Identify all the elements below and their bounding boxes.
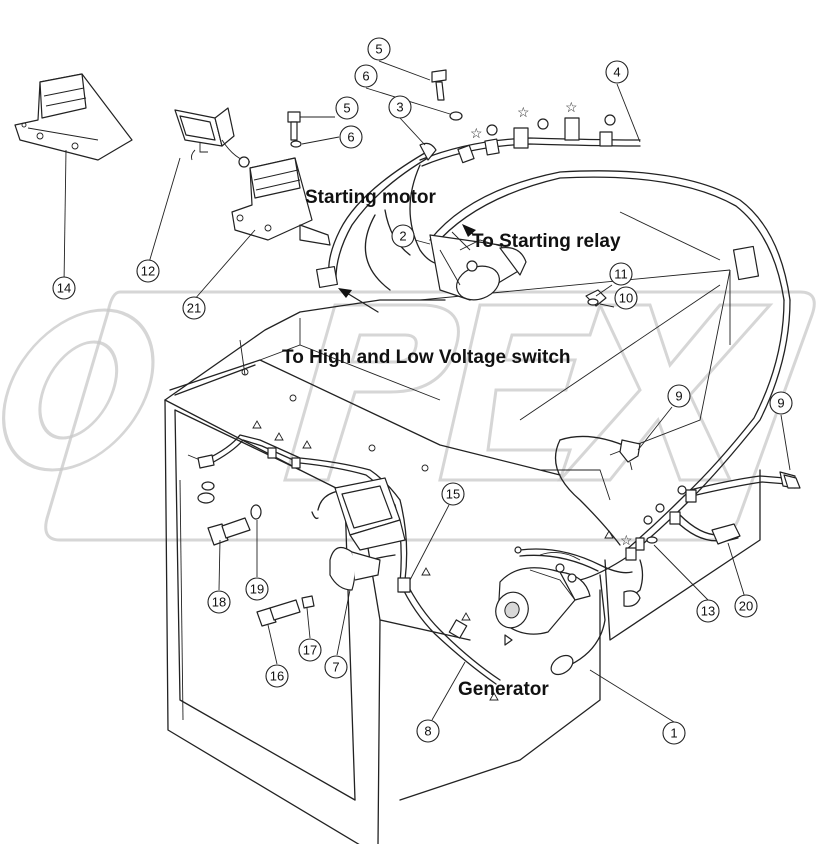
callout-15: 15 [441, 482, 465, 506]
terminal-10-11 [585, 289, 607, 307]
bolt-16 [256, 599, 301, 627]
svg-text:15: 15 [446, 487, 460, 502]
washer-6a [449, 111, 463, 121]
svg-text:21: 21 [187, 301, 201, 316]
callout-2: 2 [391, 224, 415, 248]
generator [495, 546, 641, 646]
callout-8: 8 [416, 719, 440, 743]
wire-harness [204, 137, 791, 685]
svg-text:8: 8 [424, 724, 431, 739]
callout-6a: 6 [354, 64, 378, 88]
label-generator: Generator [458, 679, 549, 700]
callout-16: 16 [265, 664, 289, 688]
clip-3 [419, 142, 437, 161]
svg-text:5: 5 [343, 101, 350, 116]
washer-19 [250, 504, 262, 520]
svg-text:18: 18 [212, 595, 226, 610]
svg-text:11: 11 [614, 267, 628, 282]
svg-text:5: 5 [375, 42, 382, 57]
lamp-socket [197, 454, 215, 504]
svg-text:12: 12 [141, 264, 155, 279]
watermark-logo [2, 290, 816, 542]
svg-text:☆: ☆ [565, 99, 578, 115]
svg-text:2: 2 [399, 229, 406, 244]
callout-14: 14 [52, 276, 76, 300]
washer-6b [290, 140, 302, 148]
work-lamp-7 [329, 477, 406, 591]
callout-19: 19 [245, 577, 269, 601]
nut-17 [301, 595, 315, 609]
callout-5a: 5 [367, 37, 391, 61]
lamp-bracket-21 [231, 157, 331, 246]
connector-20 [711, 523, 741, 545]
svg-text:9: 9 [777, 396, 784, 411]
callout-10: 10 [614, 286, 638, 310]
svg-text:6: 6 [362, 69, 369, 84]
callout-6b: 6 [339, 125, 363, 149]
svg-text:6: 6 [347, 130, 354, 145]
svg-text:4: 4 [613, 65, 620, 80]
callout-12: 12 [136, 259, 160, 283]
callout-1: 1 [662, 721, 686, 745]
callout-18: 18 [207, 590, 231, 614]
clip-15 [397, 577, 411, 593]
bolt-18 [207, 517, 251, 546]
bolt-5a [431, 69, 447, 101]
callout-4: 4 [605, 60, 629, 84]
svg-text:1: 1 [670, 726, 677, 741]
work-lamp-12 [174, 107, 251, 168]
label-starting-motor: Starting motor [305, 187, 436, 208]
callout-3: 3 [388, 95, 412, 119]
clamp-13 [635, 536, 658, 551]
svg-text:16: 16 [270, 669, 284, 684]
label-to-hl-voltage-switch: To High and Low Voltage switch [282, 347, 571, 368]
svg-text:☆: ☆ [620, 532, 633, 548]
callout-20: 20 [734, 594, 758, 618]
label-to-starting-relay: To Starting relay [472, 231, 621, 252]
callout-13: 13 [696, 599, 720, 623]
callout-9b: 9 [769, 391, 793, 415]
svg-text:14: 14 [57, 281, 71, 296]
svg-text:10: 10 [619, 291, 633, 306]
terminal-9a [619, 439, 641, 471]
callout-21: 21 [182, 296, 206, 320]
starting-motor-2 [429, 231, 527, 301]
svg-text:3: 3 [396, 100, 403, 115]
callout-9a: 9 [667, 384, 691, 408]
terminal-9b [783, 474, 801, 489]
arrows [338, 224, 476, 313]
cover-bracket-14 [14, 73, 133, 161]
svg-text:☆: ☆ [470, 125, 483, 141]
callout-17: 17 [298, 638, 322, 662]
svg-text:17: 17 [303, 643, 317, 658]
frame-body [164, 211, 761, 846]
callout-5b: 5 [335, 96, 359, 120]
svg-text:☆: ☆ [517, 104, 530, 120]
leader-lines [63, 60, 791, 723]
callout-11: 11 [609, 262, 633, 286]
harness-connectors: ☆ ☆ ☆ ☆ [252, 99, 796, 701]
bolt-5b [287, 111, 301, 141]
svg-text:20: 20 [739, 599, 753, 614]
svg-text:9: 9 [675, 389, 682, 404]
svg-text:13: 13 [701, 604, 715, 619]
callout-7: 7 [324, 655, 348, 679]
svg-text:7: 7 [332, 660, 339, 675]
svg-text:19: 19 [250, 582, 264, 597]
